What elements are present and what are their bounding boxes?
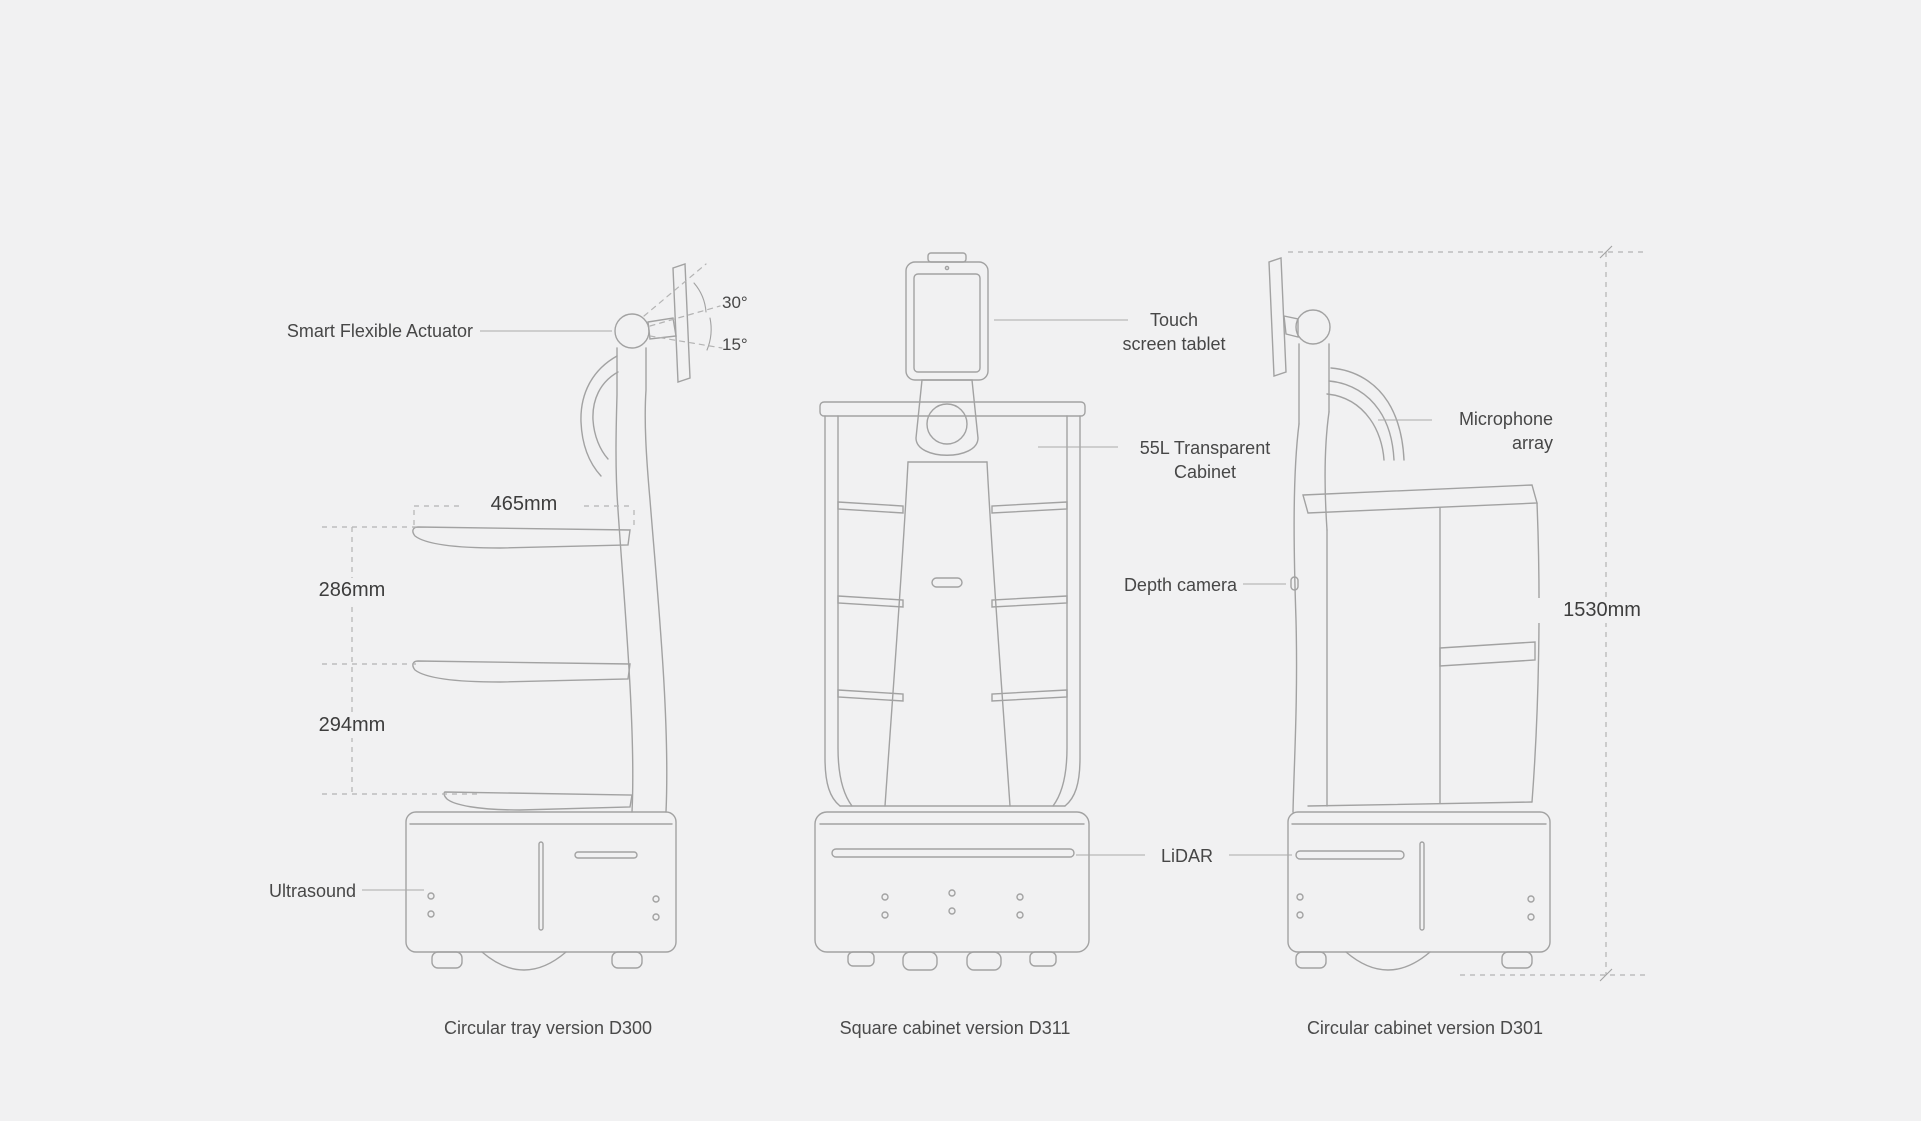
d301-cabinet-top [1302,484,1538,514]
d311-tablet-camera-dot [944,265,950,271]
d301-wheels [1295,951,1533,971]
d300-back-swoosh-outer [580,355,618,477]
touch-screen-tablet-label-line2: screen tablet [1122,334,1226,355]
d300-tablet-side [672,263,691,383]
robot-d301-drawing [1268,257,1551,971]
lower-gap-dimension: 294mm [292,713,412,738]
d311-spine-right [986,461,1011,807]
d311-tablet-mount [927,252,967,263]
d300-tilt-arc-upper [693,282,707,313]
d300-back-swoosh-inner [592,371,619,460]
microphone-array-label-line1: Microphone [1458,409,1553,429]
d311-tablet-screen [913,273,981,373]
d301-base-groove [1419,841,1425,931]
d301-depth-camera [1290,576,1299,591]
microphone-array-label-line2: array [1511,433,1553,454]
robot-d300-drawing [405,263,723,971]
d300-tilt-arc-lower [706,317,712,351]
d311-ultrasound-sensors [881,889,1024,919]
d300-actuator-joint [614,313,650,349]
d311-shelves [837,501,1068,702]
d300-base-groove [538,841,544,931]
transparent-cabinet-label-line1: 55L Transparent [1139,438,1271,458]
d311-neck-joint [926,403,968,445]
d311-cabinet-rim [819,401,1086,417]
d300-side-slot [574,851,638,859]
d311-cabinet-wall-left-inner [837,415,853,807]
d300-tray-bottom [443,791,633,811]
d300-tilt-rays [643,263,723,349]
d301-cabinet-shelf [1439,641,1536,667]
d311-tablet [905,261,989,381]
height-dimension: 1530mm [1537,598,1667,623]
robot-d311-drawing [814,252,1090,971]
d300-tray-upper [412,526,631,549]
d311-depth-camera [931,577,963,588]
d301-actuator-joint [1295,309,1331,345]
d300-ultrasound-sensors [427,892,660,921]
d311-cabinet-wall-right [1064,415,1081,807]
d301-cabinet-right-edge [1531,502,1540,803]
d300-pillar-inner [615,347,634,813]
caption-d311: Square cabinet version D311 [839,1018,1071,1038]
touch-screen-tablet-label: Touch screen tablet [1094,308,1254,357]
d311-cabinet-wall-left [824,415,841,807]
upper-gap-dimension: 286mm [292,578,412,603]
d300-tray-lower [412,660,631,683]
transparent-cabinet-label: 55L Transparent Cabinet [1125,436,1285,485]
microphone-array-label: Microphone array [1413,407,1553,456]
d300-wheels [431,951,643,971]
d311-lidar-slot [831,848,1075,858]
touch-screen-tablet-label-line1: Touch [1149,310,1199,330]
d311-spine-left [884,461,909,807]
tray-width-dimension: 465mm [464,492,584,517]
d311-cabinet-wall-right-inner [1052,415,1068,807]
transparent-cabinet-label-line2: Cabinet [1173,462,1237,483]
d301-pillar-back [1324,411,1330,531]
leader-lines [362,319,1432,891]
d311-wheels [847,951,1057,971]
dimension-lines [322,251,1648,976]
depth-camera-label: Depth camera [1123,575,1237,595]
d301-ultrasound-sensors [1296,893,1535,921]
dimension-end-ticks [1599,245,1613,982]
d301-tablet-arm [1283,315,1299,338]
caption-d300: Circular tray version D300 [443,1018,653,1038]
actuator-label: Smart Flexible Actuator [286,321,473,341]
d301-base [1287,811,1551,953]
d311-neck [915,379,979,456]
caption-d301: Circular cabinet version D301 [1306,1018,1544,1038]
d300-base [405,811,677,953]
d301-tablet-side [1268,257,1287,377]
d301-lidar-slot [1295,850,1405,860]
d311-base [814,811,1090,953]
ultrasound-label: Ultrasound [268,881,356,901]
d301-pillar-front [1292,423,1300,813]
d301-cabinet-bottom [1307,801,1533,807]
lidar-label: LiDAR [1160,846,1213,866]
tilt-angle-lower-label: 15° [722,335,748,354]
tilt-angle-upper-label: 30° [722,293,748,312]
d300-pillar-outer [644,347,668,813]
d301-microphone-array-grooves [1326,367,1405,461]
